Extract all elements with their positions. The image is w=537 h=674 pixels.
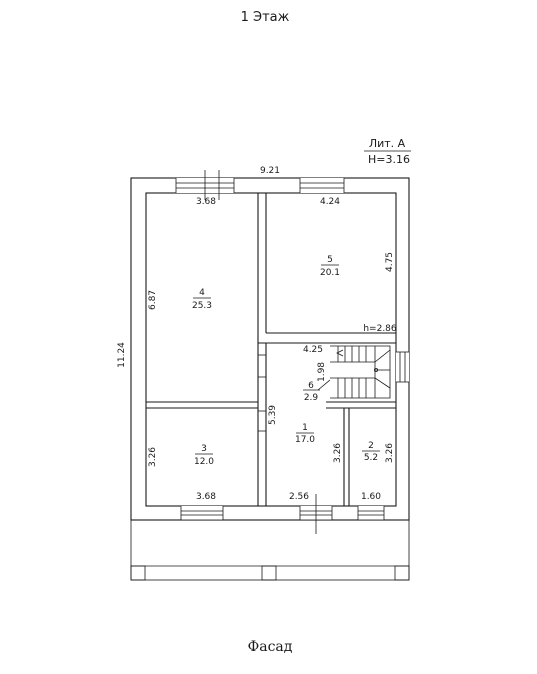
room-area: 17.0 — [295, 435, 315, 445]
entrance-door — [299, 494, 333, 534]
door-openings — [258, 354, 266, 432]
dimensions: 9.21 11.24 3.68 6.87 4.24 4.75 h=2.86 4.… — [117, 166, 397, 502]
dim-room5-side: 4.75 — [385, 252, 395, 272]
room-6-label: 6 2.9 — [303, 379, 331, 403]
room-number: 6 — [308, 381, 314, 391]
dim-room2-side-left: 3.26 — [333, 443, 343, 463]
dim-total-length: 11.24 — [117, 342, 127, 368]
dim-room2-bottom: 1.60 — [361, 492, 381, 502]
room-area: 5.2 — [364, 453, 378, 463]
dim-room3-bottom: 3.68 — [196, 492, 216, 502]
room-area: 20.1 — [320, 268, 340, 278]
window-bottom-left — [180, 506, 224, 520]
window-top-left — [175, 170, 235, 200]
room-area: 12.0 — [194, 457, 214, 467]
litera-stamp: Лит. А H=3.16 — [364, 137, 411, 166]
room-number: 1 — [302, 423, 308, 433]
dim-room5-top: 4.24 — [320, 197, 340, 207]
dim-stair-side: 1.98 — [317, 362, 327, 382]
staircase — [330, 345, 391, 399]
room-3-label: 3 12.0 — [194, 444, 214, 467]
dim-room1-bottom: 2.56 — [289, 492, 309, 502]
dim-room4-top: 3.68 — [196, 197, 216, 207]
window-right — [396, 351, 409, 383]
dim-room4-side: 6.87 — [148, 290, 158, 310]
room-number: 3 — [201, 444, 207, 454]
outer-walls — [130, 177, 410, 521]
window-top-right — [299, 178, 345, 193]
room-1-label: 1 17.0 — [295, 423, 315, 445]
window-bottom-right — [357, 506, 385, 520]
dim-ceiling-height: h=2.86 — [363, 324, 397, 334]
dim-hall-top: 4.25 — [303, 345, 323, 355]
room-area: 2.9 — [304, 393, 319, 403]
facade-label: Фасад — [248, 639, 293, 655]
room-4-label: 4 25.3 — [192, 288, 212, 311]
floor-title: 1 Этаж — [241, 10, 290, 25]
dim-room1-side: 5.39 — [268, 405, 278, 425]
dim-room3-side: 3.26 — [148, 447, 158, 467]
litera-height: H=3.16 — [368, 153, 410, 166]
room-5-label: 5 20.1 — [320, 255, 340, 278]
room-2-label: 2 5.2 — [362, 441, 380, 463]
room-number: 5 — [327, 255, 333, 265]
dim-total-width: 9.21 — [260, 166, 280, 176]
room-number: 4 — [199, 288, 205, 298]
room-number: 2 — [368, 441, 374, 451]
porch — [130, 519, 410, 581]
dim-room2-side-right: 3.26 — [385, 443, 395, 463]
room-area: 25.3 — [192, 301, 212, 311]
interior-walls — [146, 193, 396, 506]
litera-name: Лит. А — [369, 137, 406, 150]
